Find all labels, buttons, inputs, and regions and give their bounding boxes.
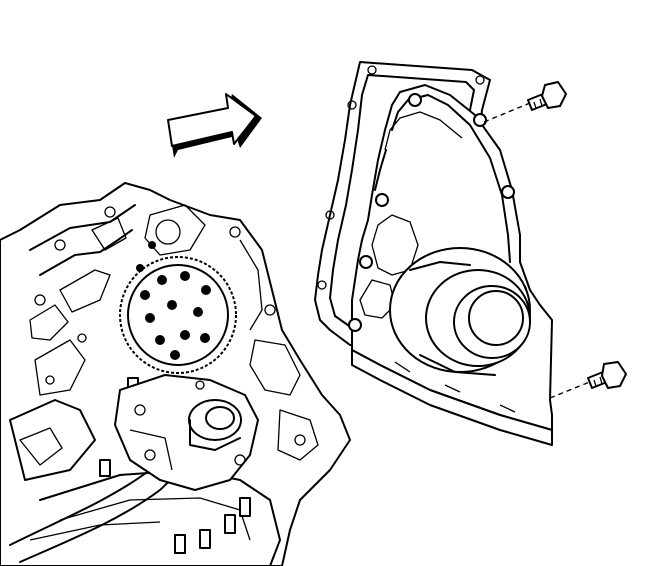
oil-pump (114, 374, 259, 491)
direction-arrow (167, 93, 262, 158)
engine-block (0, 182, 351, 566)
cover-bolt-upper (483, 81, 567, 123)
timing-chain-sprocket (119, 241, 237, 374)
cover-bolt-lower (549, 361, 627, 399)
crankshaft-seal (389, 247, 531, 376)
